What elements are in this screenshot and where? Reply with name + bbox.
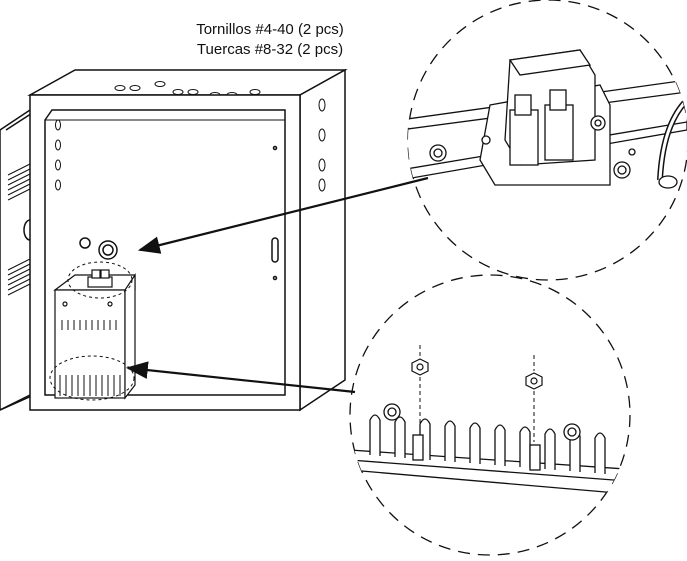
top-detail-view (407, 0, 687, 281)
cabinet-top (27, 69, 348, 96)
heat-sink-fins (369, 414, 606, 474)
arrow-top (137, 176, 429, 254)
power-module (53, 269, 136, 400)
door-latch (271, 237, 279, 263)
nut-left (411, 358, 429, 376)
bottom-detail-view (349, 274, 631, 556)
arrow-bottom (125, 361, 356, 394)
side-knockouts (318, 98, 326, 192)
nut-right (525, 372, 543, 390)
inner-knockouts (55, 119, 61, 191)
screws-label: Tornillos #4-40 (2 pcs) (196, 21, 344, 38)
nuts-label: Tuercas #8-32 (2 pcs) (196, 41, 344, 58)
callout-arrows (125, 176, 429, 394)
enclosure-cabinet (0, 68, 348, 412)
cabinet-side (299, 68, 346, 412)
